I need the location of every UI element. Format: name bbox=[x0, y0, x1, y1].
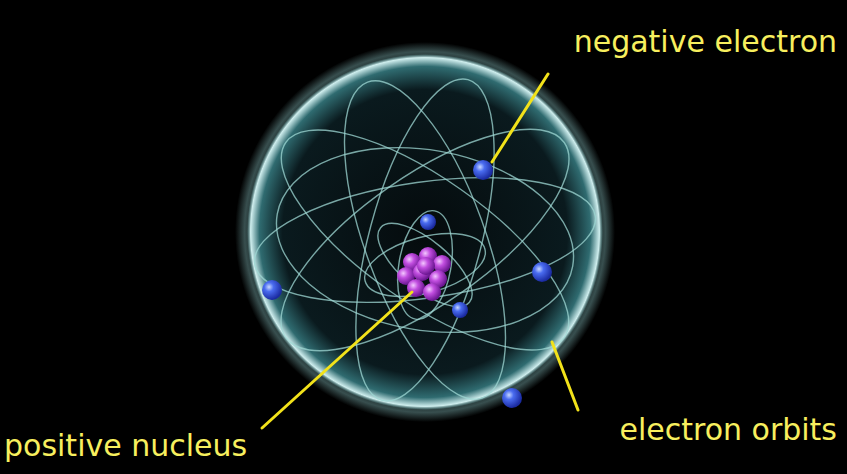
leader-lines bbox=[262, 74, 578, 428]
nucleus-cluster bbox=[397, 247, 451, 301]
orbit-lines bbox=[247, 62, 604, 419]
callout-label: negative electron bbox=[574, 24, 837, 60]
callout-label: positive nucleus bbox=[4, 428, 247, 464]
callout-label: electron orbits bbox=[619, 412, 837, 448]
electron-balls bbox=[262, 160, 552, 408]
